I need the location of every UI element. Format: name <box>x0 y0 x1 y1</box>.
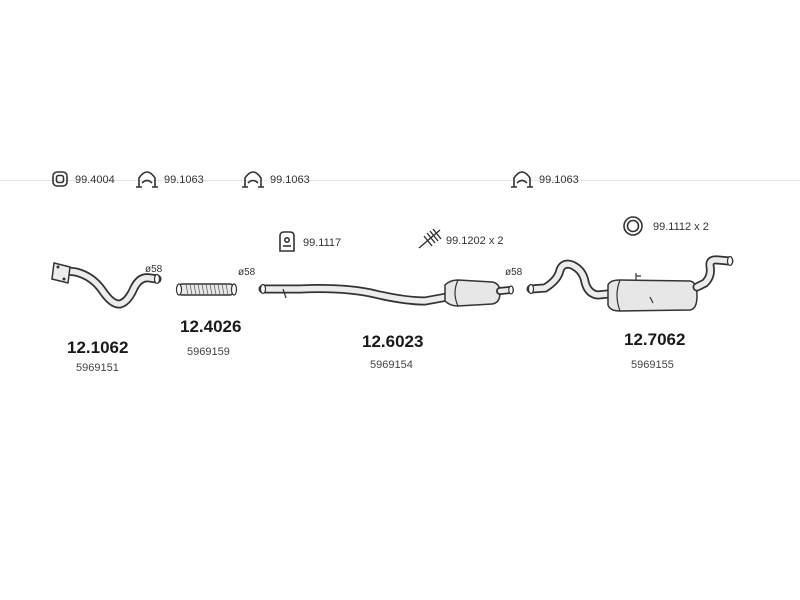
pipe-diameter-label: ø58 <box>238 267 256 278</box>
part-number: 12.1062 <box>67 338 129 357</box>
u-clamp-icon <box>242 171 264 188</box>
part-number: 12.7062 <box>624 330 686 349</box>
pipe-diameter-label: ø58 <box>145 264 163 275</box>
accessory-code: 99.1063 <box>539 174 579 186</box>
accessory-code: 99.1112 x 2 <box>653 221 709 233</box>
u-clamp-icon <box>511 171 533 188</box>
faint-rule <box>0 180 800 181</box>
accessory-code: 99.4004 <box>75 174 115 186</box>
centre-section-12-6023 <box>258 279 514 307</box>
accessory-code: 99.1117 <box>303 237 342 249</box>
pipe-diameter-label: ø58 <box>505 267 523 278</box>
accessory-code: 99.1063 <box>270 174 310 186</box>
rear-section-12-7062 <box>526 255 734 312</box>
part-number: 12.4026 <box>180 317 242 336</box>
clamp-ring-icon <box>52 171 68 187</box>
u-clamp-icon <box>136 171 158 188</box>
oem-number: 5969155 <box>631 359 674 371</box>
rubber-mount-icon <box>279 231 295 252</box>
oem-number: 5969151 <box>76 362 119 374</box>
sealing-ring-icon <box>623 216 643 236</box>
oem-number: 5969159 <box>187 346 230 358</box>
flex-pipe-12-4026 <box>175 283 238 296</box>
accessory-code: 99.1202 x 2 <box>446 235 504 247</box>
oem-number: 5969154 <box>370 359 413 371</box>
part-number: 12.6023 <box>362 332 424 351</box>
spring-bolt-icon <box>418 228 442 249</box>
front-pipe-12-1062 <box>51 262 162 309</box>
accessory-code: 99.1063 <box>164 174 204 186</box>
